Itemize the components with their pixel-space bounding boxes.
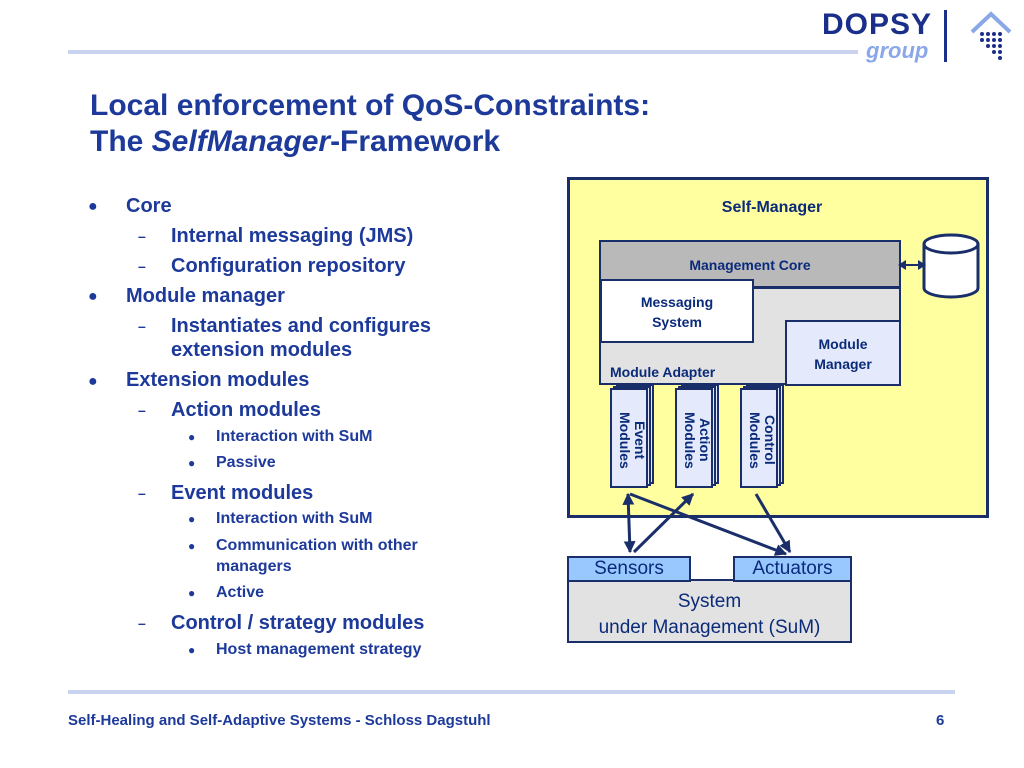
event-modules-card	[610, 388, 648, 488]
bullet-action-item: Passive	[216, 454, 276, 471]
messaging-system-box	[600, 279, 754, 343]
bullet-dot: ●	[188, 643, 196, 657]
bullet-dash: –	[138, 228, 146, 244]
bullet-dash: –	[138, 402, 146, 418]
database-icon	[922, 233, 980, 299]
bullet-dot: ●	[188, 456, 196, 470]
bullet-mm-item-cont: extension modules	[171, 339, 353, 361]
bullet-dot: ●	[88, 373, 98, 390]
action-modules-card	[675, 388, 713, 488]
module-manager-label: Module Manager	[814, 336, 872, 372]
title-line1: Local enforcement of QoS-Constraints:	[90, 89, 651, 122]
bullet-module-manager: Module manager	[126, 285, 285, 307]
bullet-event-modules: Event modules	[171, 482, 314, 504]
bullet-dot: ●	[88, 198, 98, 215]
bullet-dot: ●	[188, 430, 196, 444]
bullet-core-item: Internal messaging (JMS)	[171, 225, 414, 247]
bullet-action-modules: Action modules	[171, 399, 322, 421]
bullet-dot: ●	[188, 512, 196, 526]
footer-rule	[68, 690, 955, 694]
bullet-control-item: Host management strategy	[216, 641, 422, 658]
module-manager-box	[785, 320, 901, 386]
sensors-label: Sensors	[594, 558, 664, 579]
bullet-dot: ●	[88, 288, 98, 305]
bullet-event-item: Interaction with SuM	[216, 510, 373, 527]
module-sensor-arrows	[622, 492, 792, 556]
self-manager-label: Self-Manager	[721, 199, 823, 216]
bullet-event-item: Communication with other	[216, 537, 418, 554]
control-modules-card	[740, 388, 778, 488]
management-core-label: Management Core	[689, 257, 811, 273]
footer-text: Self-Healing and Self-Adaptive Systems -…	[68, 712, 491, 729]
sum-box	[567, 579, 852, 643]
bullet-control-modules: Control / strategy modules	[171, 612, 425, 634]
header-rule	[68, 50, 858, 54]
module-adapter-label: Module Adapter	[610, 364, 716, 380]
sum-label: System under Management (SuM)	[598, 591, 821, 638]
logo-divider	[944, 10, 947, 62]
bullet-core-item: Configuration repository	[171, 255, 406, 277]
page-number: 6	[936, 712, 945, 729]
bullet-dot: ●	[188, 586, 196, 600]
slide-title: Local enforcement of QoS-Constraints: Th…	[90, 88, 650, 160]
messaging-system-label: Messaging System	[640, 294, 714, 330]
repository-link-arrow	[898, 260, 926, 270]
actuators-label: Actuators	[752, 558, 833, 579]
bullet-dot: ●	[188, 539, 196, 553]
bullet-dash: –	[138, 485, 146, 501]
logo-group: group	[866, 38, 929, 63]
bullet-dash: –	[138, 318, 146, 334]
house-icon	[970, 11, 1012, 60]
bullet-event-item-cont: managers	[216, 558, 292, 575]
bullet-dash: –	[138, 615, 146, 631]
actuators-box	[733, 556, 852, 582]
bullet-core: Core	[126, 195, 172, 217]
bullet-event-item: Active	[216, 584, 265, 601]
bullet-action-item: Interaction with SuM	[216, 428, 373, 445]
bullet-dash: –	[138, 258, 146, 274]
logo-dopsy: DOPSY	[822, 8, 933, 41]
title-line2: The SelfManager-Framework	[90, 125, 501, 158]
sensors-box	[567, 556, 691, 582]
bullet-extension-modules: Extension modules	[126, 369, 310, 391]
bullet-mm-item: Instantiates and configures	[171, 315, 432, 337]
